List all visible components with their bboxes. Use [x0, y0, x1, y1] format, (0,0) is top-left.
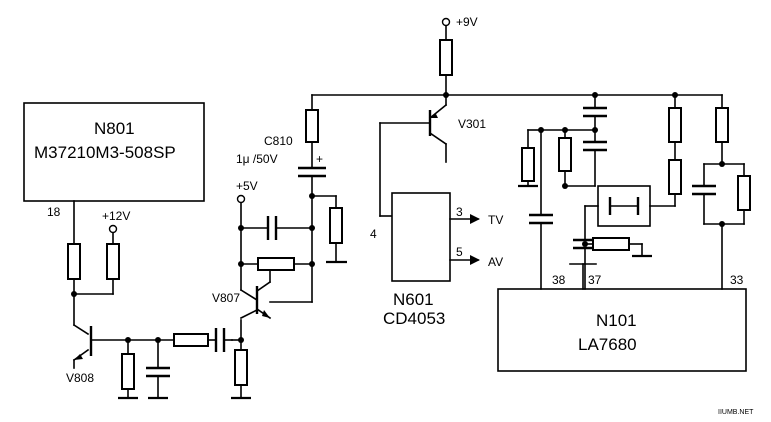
crystal-network [597, 185, 676, 227]
label-5v: +5V [236, 179, 258, 193]
resistor-n101-c [592, 237, 630, 251]
n101-part: LA7680 [578, 335, 637, 354]
resistor-n801-pullup [67, 243, 81, 280]
arrow-av-icon [470, 255, 480, 265]
resistor-n101-d [668, 107, 682, 143]
n601-pin4: 4 [370, 227, 377, 241]
ic-n601: 4 3 TV 5 AV N601 CD4053 [370, 192, 503, 328]
capacitor-c810: + C810 1μ /50V [236, 134, 326, 178]
resistor-n101-a [521, 147, 535, 182]
supply-9v: +9V [439, 15, 478, 96]
resistor-v807-feedback [257, 257, 295, 271]
n601-part: CD4053 [383, 309, 445, 328]
resistor-v808-base [121, 353, 135, 390]
resistor-12v-pullup [106, 243, 120, 280]
transistor-v301: V301 [379, 94, 486, 163]
resistor-n101-e [668, 159, 682, 195]
resistor-n101-b [558, 137, 572, 172]
n601-pin3: 3 [456, 205, 463, 219]
ic-n101: N101 LA7680 38 37 33 [497, 273, 747, 372]
terminal-9v [441, 17, 451, 27]
n801-pin18: 18 [47, 205, 61, 219]
supply-5v: +5V [236, 179, 258, 291]
arrow-tv-icon [470, 214, 480, 224]
label-12v: +12V [102, 209, 130, 223]
label-tv: TV [488, 213, 503, 227]
ic-n801: N801 M37210M3-508SP 18 [23, 102, 205, 219]
label-v301: V301 [458, 117, 486, 131]
n101-pin38: 38 [552, 273, 566, 287]
terminal-12v [108, 224, 118, 234]
supply-12v: +12V [102, 209, 130, 295]
label-av: AV [488, 255, 503, 269]
transistor-v808: V808 [66, 323, 94, 385]
resistor-n101-f [715, 107, 729, 143]
n801-part: M37210M3-508SP [34, 143, 176, 162]
c810-value: 1μ /50V [236, 152, 278, 166]
resistor-n101-g [737, 175, 751, 211]
resistor-c810-shunt [329, 207, 343, 244]
n101-pin33: 33 [730, 273, 744, 287]
label-v807: V807 [212, 291, 240, 305]
ic-n601-body [391, 192, 451, 282]
label-9v: +9V [456, 15, 478, 29]
transistor-v807: V807 [212, 269, 313, 320]
terminal-5v [236, 194, 246, 204]
watermark: IIUMB.NET [718, 409, 754, 416]
resistor-v808-series [173, 333, 209, 347]
resistor-c810-feed [305, 109, 319, 143]
label-v808: V808 [66, 371, 94, 385]
n801-ref: N801 [94, 119, 135, 138]
n601-pin5: 5 [456, 245, 463, 259]
ic-n101-body [497, 288, 747, 372]
svg-text:+: + [316, 152, 323, 166]
resistor-v807-emitter [234, 349, 248, 386]
c810-ref: C810 [264, 134, 293, 148]
ic-n801-body [23, 102, 205, 202]
resistor-9v-feed [439, 39, 453, 76]
n101-ref: N101 [596, 311, 637, 330]
n101-pin37: 37 [588, 273, 602, 287]
n601-ref: N601 [393, 290, 434, 309]
